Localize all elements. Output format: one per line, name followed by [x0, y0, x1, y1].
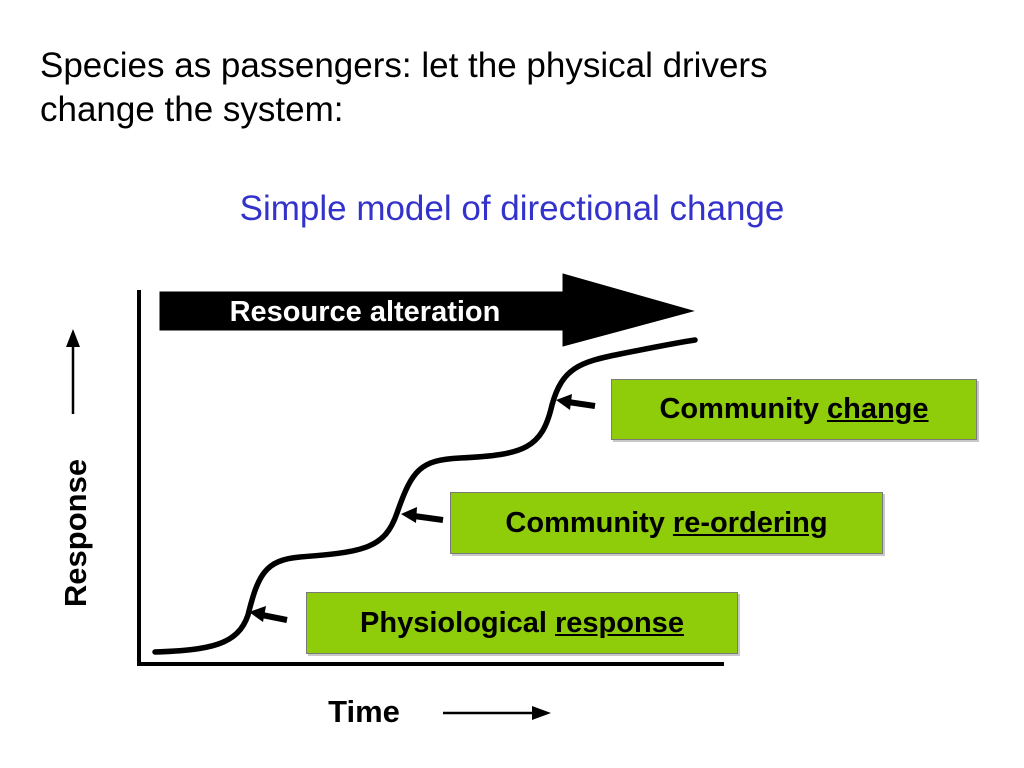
- community-reordering-box: Community re-ordering: [450, 492, 883, 554]
- box-emphasis-text: re-ordering: [672, 506, 828, 539]
- response-curve: [152, 337, 698, 655]
- y-axis-label: Response: [58, 458, 93, 608]
- subtitle: Simple model of directional change: [239, 189, 785, 228]
- box-main-text: Community: [505, 506, 665, 539]
- pointer-arrow-change: [556, 394, 596, 410]
- heading: Species as passengers: let the physical …: [40, 44, 980, 132]
- x-axis-label: Time: [328, 694, 400, 729]
- pointer-arrow-reordering: [401, 507, 444, 523]
- box-main-text: Community: [659, 393, 819, 425]
- box-emphasis-text: change: [826, 393, 929, 425]
- physiological-response-box: Physiological response: [306, 592, 738, 654]
- response-direction-arrow: [66, 329, 80, 414]
- box-emphasis-text: response: [555, 606, 684, 639]
- resource-alteration-arrow: [159, 273, 695, 347]
- community-change-box: Community change: [611, 379, 977, 440]
- box-main-text: Physiological: [360, 606, 547, 639]
- heading-line-1: Species as passengers: let the physical …: [40, 46, 768, 85]
- heading-line-2: change the system:: [40, 90, 344, 129]
- resource-alteration-label: Resource alteration: [229, 295, 501, 328]
- pointer-arrow-physiological: [249, 606, 288, 623]
- time-direction-arrow: [443, 706, 551, 720]
